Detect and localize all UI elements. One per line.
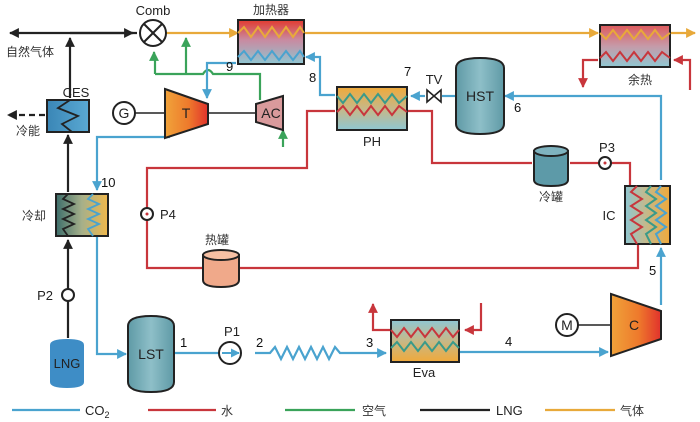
water-cold-tank-to-ic xyxy=(570,161,632,185)
compressor[interactable]: C xyxy=(610,292,662,358)
co2-point-10 xyxy=(92,135,170,191)
generator-label: G xyxy=(119,105,130,121)
ic-label: IC xyxy=(603,208,616,223)
water-eva-in xyxy=(464,303,483,335)
state-point-10: 10 xyxy=(101,175,115,190)
lst-label: LST xyxy=(138,346,164,362)
cooler-label: 冷却 xyxy=(22,209,46,223)
air-ac-supply xyxy=(155,68,262,100)
pump-p3[interactable]: P3 xyxy=(598,140,615,170)
cold-tank[interactable]: 冷罐 xyxy=(533,145,569,204)
p2-label: P2 xyxy=(37,288,53,303)
air-to-comb xyxy=(149,51,159,74)
cooler[interactable]: 冷却 xyxy=(22,193,109,237)
air-lines xyxy=(149,37,288,147)
waste-heat-exchanger[interactable]: 余热 xyxy=(599,24,671,87)
evaporator[interactable]: Eva xyxy=(390,319,460,380)
motor-label: M xyxy=(561,317,573,333)
pump-p1[interactable]: P1 xyxy=(218,324,242,365)
water-ph-to-hot-tank xyxy=(145,109,335,270)
compressor-label: C xyxy=(629,317,639,333)
state-point-5: 5 xyxy=(649,263,656,278)
co2-cooler-to-lst xyxy=(95,236,127,359)
legend-label-co2: CO2 xyxy=(85,403,110,420)
natural-gas-label: 自然气体 xyxy=(6,44,54,59)
p4-label: P4 xyxy=(160,207,176,222)
throttle-valve[interactable]: TV xyxy=(426,72,443,104)
state-point-6: 6 xyxy=(514,100,521,115)
cold-energy-label: 冷能 xyxy=(16,124,40,138)
p1-label: P1 xyxy=(224,324,240,339)
p3-label: P3 xyxy=(599,140,615,155)
state-point-8: 8 xyxy=(309,70,316,85)
comb-label: Comb xyxy=(136,3,171,18)
hot-tank[interactable]: 热罐 xyxy=(202,233,240,289)
lst-tank[interactable]: LST xyxy=(127,314,175,394)
turbine-label: T xyxy=(182,105,191,121)
water-lines xyxy=(145,55,692,335)
legend-label-lng: LNG xyxy=(496,403,523,418)
co2-point-8 xyxy=(305,52,335,97)
pump-p2[interactable]: P2 xyxy=(37,288,75,303)
ces-exchanger[interactable]: CES 冷能 xyxy=(16,85,90,138)
state-point-4: 4 xyxy=(505,334,512,349)
ac-label: AC xyxy=(261,105,280,121)
intercooler[interactable]: IC xyxy=(603,185,671,245)
eva-label: Eva xyxy=(413,365,436,380)
co2-throttle-coil xyxy=(255,344,387,362)
preheater[interactable]: PH xyxy=(336,86,408,149)
pump-p4[interactable]: P4 xyxy=(140,207,176,222)
water-eva-out xyxy=(368,303,390,332)
tv-label: TV xyxy=(426,72,443,87)
ph-label: PH xyxy=(363,134,381,149)
hst-tank[interactable]: HST xyxy=(455,56,505,136)
co2-point-9 xyxy=(202,61,236,99)
hot-tank-label: 热罐 xyxy=(205,233,229,247)
hst-label: HST xyxy=(466,88,494,104)
state-point-9: 9 xyxy=(226,59,233,74)
state-point-7: 7 xyxy=(404,64,411,79)
generator[interactable]: G xyxy=(112,101,136,125)
water-hot-tank-to-ic xyxy=(240,240,640,270)
air-compressor[interactable]: AC xyxy=(255,94,284,132)
state-point-2: 2 xyxy=(256,335,263,350)
water-waste-out xyxy=(578,58,598,88)
motor[interactable]: M xyxy=(555,313,579,337)
state-point-1: 1 xyxy=(180,335,187,350)
state-point-3: 3 xyxy=(366,335,373,350)
lng-tank-label: LNG xyxy=(54,356,81,371)
combustor[interactable]: Comb xyxy=(136,3,171,47)
co2-point-6 xyxy=(504,91,663,180)
heater[interactable]: 加热器 xyxy=(237,3,305,65)
turbine[interactable]: T xyxy=(164,87,209,140)
heater-label: 加热器 xyxy=(253,3,289,17)
legend-label-air: 空气 xyxy=(362,403,386,418)
co2-lines xyxy=(92,52,666,362)
ces-label: CES xyxy=(63,85,90,100)
state-point-labels: 1 2 3 4 5 6 7 8 9 10 xyxy=(101,59,656,350)
legend: CO2 水 空气 LNG 气体 xyxy=(12,403,644,420)
cold-tank-label: 冷罐 xyxy=(539,190,563,204)
water-waste-in xyxy=(673,55,692,90)
legend-label-gas: 气体 xyxy=(620,403,644,418)
lng-tank[interactable]: LNG xyxy=(50,339,84,388)
legend-label-water: 水 xyxy=(221,404,233,418)
water-ph-to-cold-tank xyxy=(407,109,532,165)
waste-heat-label: 余热 xyxy=(628,72,652,87)
